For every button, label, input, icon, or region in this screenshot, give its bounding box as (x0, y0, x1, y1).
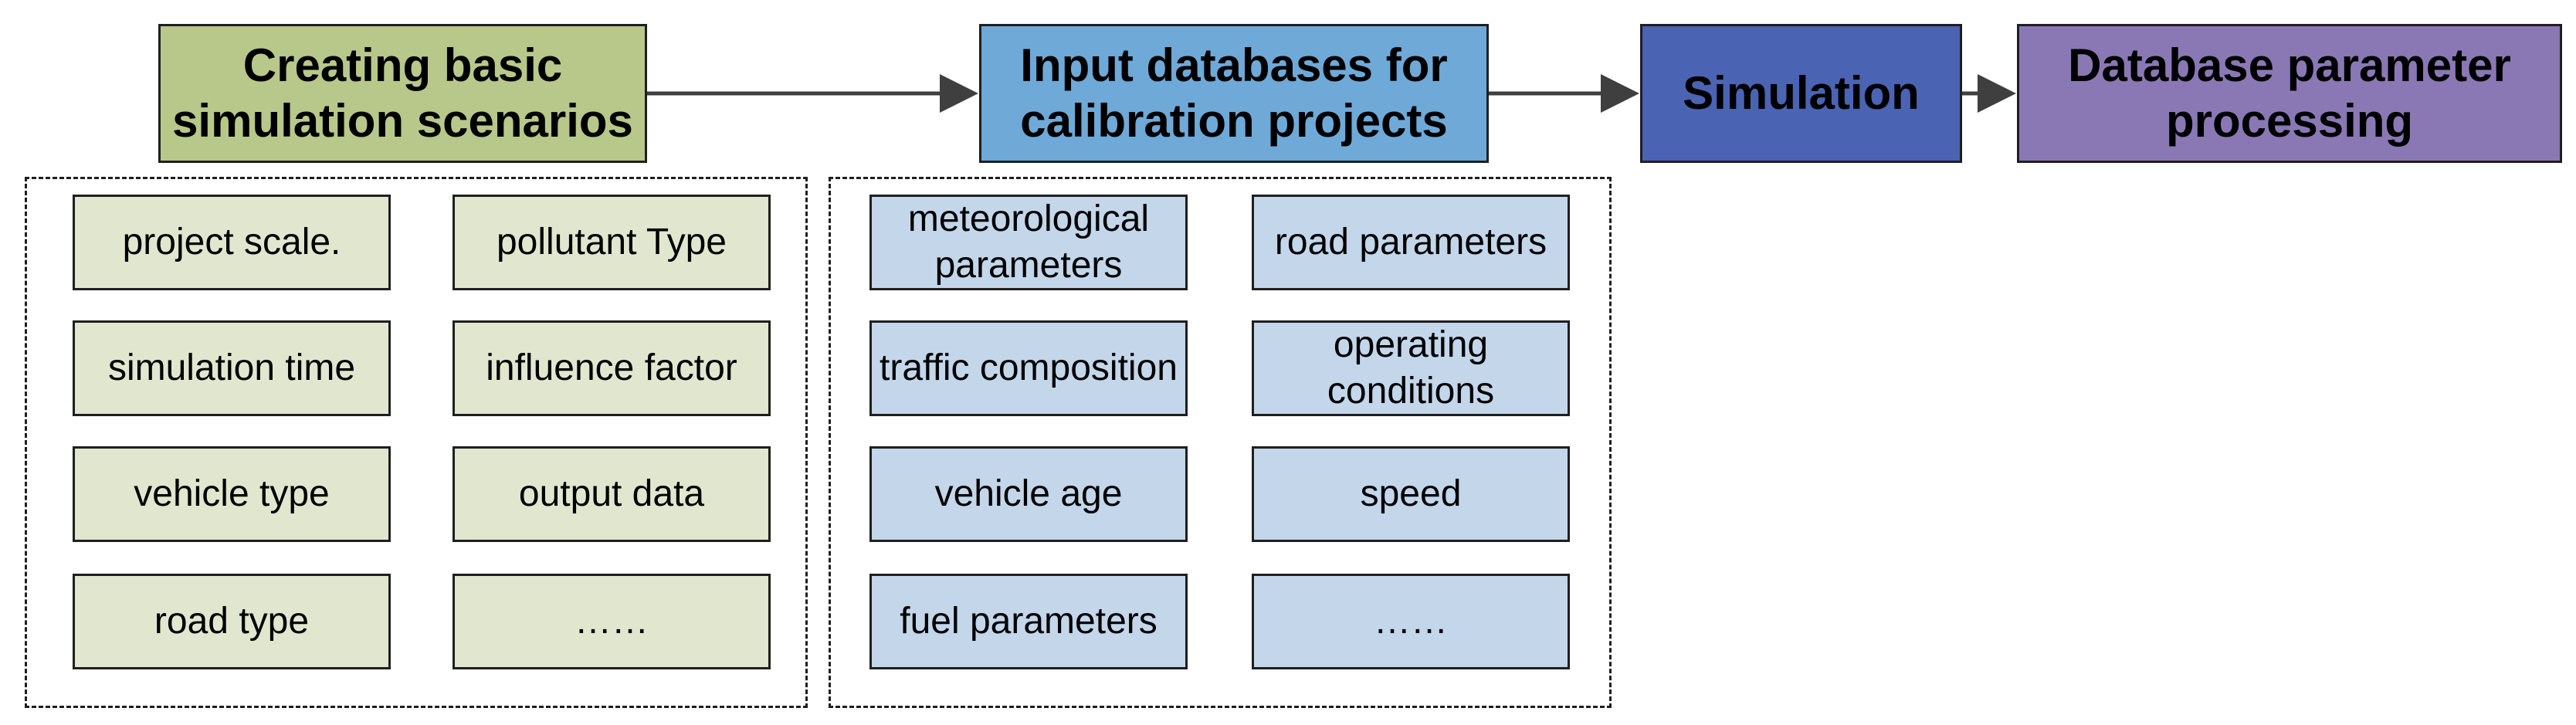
database-item: vehicle age (869, 446, 1188, 542)
database-group (829, 177, 1612, 708)
scenario-item: road type (73, 574, 391, 669)
database-item-label: …… (1374, 601, 1448, 642)
scenario-item-label: project scale. (122, 222, 341, 263)
scenario-item: output data (452, 446, 771, 542)
scenario-item-label: influence factor (486, 347, 737, 388)
database-item: fuel parameters (869, 574, 1188, 669)
step-simulation-label: Simulation (1683, 67, 1920, 119)
database-item: speed (1252, 446, 1570, 542)
step-creating-scenarios-label: Creating basic simulation scenarios (172, 39, 633, 147)
database-item-label: meteorological parameters (907, 198, 1150, 286)
database-item-label: operating conditions (1327, 324, 1495, 412)
step-input-databases: Input databases for calibration projects (979, 24, 1489, 163)
database-item: traffic composition (869, 320, 1188, 416)
scenario-item: …… (452, 574, 771, 669)
database-item-label: traffic composition (880, 347, 1178, 388)
database-item: …… (1252, 574, 1570, 669)
database-item-label: fuel parameters (900, 601, 1158, 642)
database-item-label: vehicle age (934, 473, 1123, 514)
database-item-label: speed (1360, 473, 1462, 514)
database-item: meteorological parameters (869, 195, 1188, 290)
scenario-item: influence factor (452, 320, 771, 416)
step-input-databases-label: Input databases for calibration projects (1020, 39, 1448, 147)
scenario-item-label: pollutant Type (496, 222, 727, 263)
scenario-item: pollutant Type (452, 195, 771, 290)
scenario-item: project scale. (73, 195, 391, 290)
step-parameter-processing: Database parameter processing (2017, 24, 2562, 163)
database-item: road parameters (1252, 195, 1570, 290)
scenario-item: simulation time (73, 320, 391, 416)
scenario-item-label: simulation time (107, 347, 356, 388)
scenario-item-label: output data (518, 473, 705, 514)
scenario-item-label: vehicle type (134, 473, 330, 514)
scenario-item-label: …… (575, 601, 649, 642)
scenario-item-label: road type (154, 601, 310, 642)
step-creating-scenarios: Creating basic simulation scenarios (158, 24, 647, 163)
scenario-group (25, 177, 808, 708)
step-simulation: Simulation (1640, 24, 1962, 163)
scenario-item: vehicle type (73, 446, 391, 542)
database-item: operating conditions (1252, 320, 1570, 416)
step-parameter-processing-label: Database parameter processing (2068, 39, 2511, 147)
database-item-label: road parameters (1274, 222, 1547, 263)
